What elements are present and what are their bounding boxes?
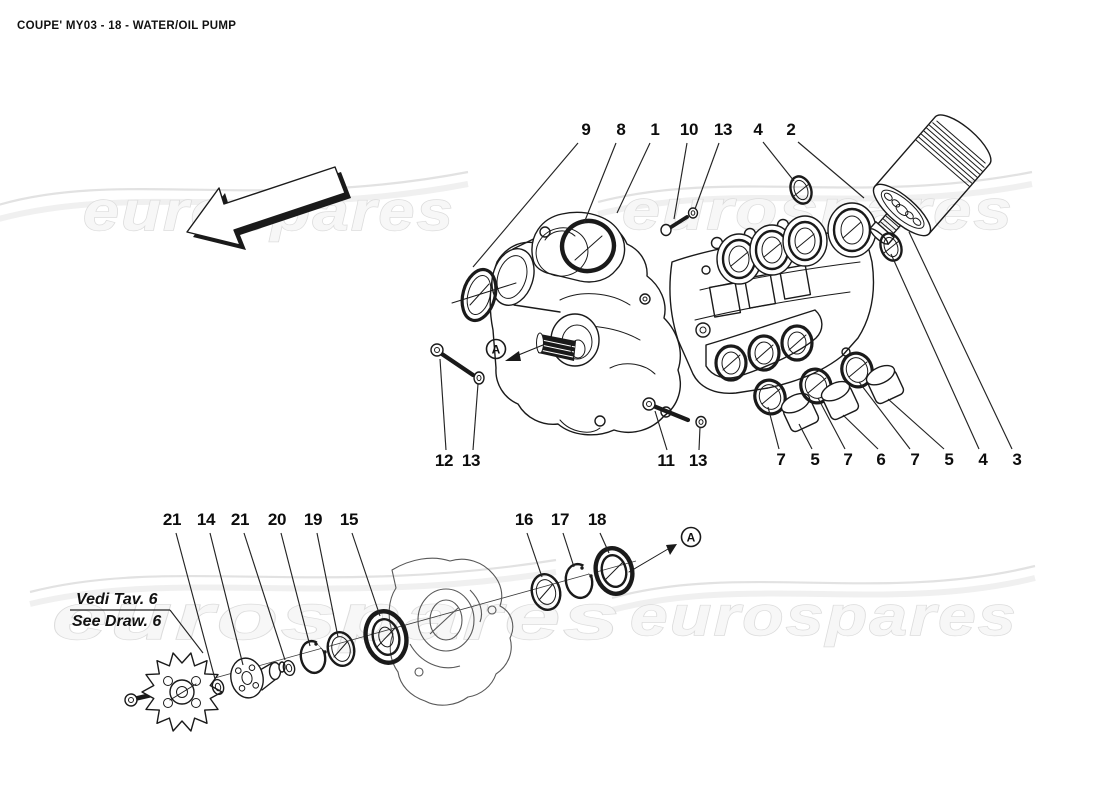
seal-15-axis: [376, 626, 397, 648]
washer-21-b: [282, 659, 296, 677]
direction-arrow-icon: [186, 166, 351, 250]
leader-line-8: [583, 142, 617, 224]
leader-line-19: [316, 532, 339, 638]
leader-line-4: [890, 253, 980, 450]
cup-6: [820, 380, 860, 421]
o-ring-7-b: [799, 367, 833, 405]
leader-lines: [175, 141, 1013, 680]
o-ring-4-axis: [793, 183, 810, 197]
leader-line-15: [351, 532, 381, 617]
leader-line-13: [698, 426, 701, 451]
note-line-italian: Vedi Tav. 6: [76, 591, 158, 608]
ring-19-axis: [333, 640, 349, 658]
leader-line-14: [209, 532, 244, 666]
circlip-17: [564, 562, 595, 600]
watermark-text-bottom-left: eurospares: [52, 581, 622, 653]
svg-text:A: A: [687, 531, 696, 545]
oil-pump-top-ports: [710, 202, 877, 285]
cup-5-b: [865, 364, 905, 405]
leader-line-2: [797, 141, 865, 199]
note-line-english: See Draw. 6: [72, 613, 161, 630]
o-ring-8: [559, 218, 617, 274]
leader-line-13: [472, 383, 479, 451]
circlip-20: [299, 639, 329, 675]
leader-line-20: [280, 532, 311, 647]
pump-cover-plate: [388, 557, 514, 706]
water-pump-sprocket: [141, 652, 223, 732]
pump-drive-shaft: [536, 313, 600, 367]
oil-filter: [869, 114, 992, 245]
water-pump-top-port: [531, 211, 626, 283]
o-ring-7-a: [753, 378, 787, 416]
watermark-swoosh-bottom-left: [29, 558, 557, 607]
seal-16-axis: [538, 583, 554, 601]
o-ring-9-axis: [469, 283, 490, 306]
washer-21-a: [211, 678, 225, 696]
leader-line-3: [908, 231, 1013, 450]
cup-5-a: [780, 392, 820, 433]
watermark-swoosh-top-left: [0, 170, 469, 222]
washer-13-a: [473, 371, 485, 385]
exploded-rings-and-cups: [753, 351, 905, 433]
leader-line-6: [842, 414, 879, 450]
leader-line-11: [654, 410, 668, 451]
washer-13-c: [695, 415, 707, 429]
leader-line-10: [673, 142, 688, 220]
leader-line-12: [439, 358, 447, 451]
leader-line-9: [472, 142, 579, 268]
page-title: COUPE' MY03 - 18 - WATER/OIL PUMP: [17, 20, 237, 32]
bolt-11: [642, 397, 691, 423]
leader-line-18: [599, 532, 610, 554]
bolt-12: [430, 343, 476, 378]
o-ring-4-lower: [879, 232, 903, 262]
leader-line-5: [798, 423, 813, 450]
watermark-swoosh-bottom-right: [611, 564, 1036, 613]
oil-pump-bottom-ports: [705, 309, 823, 382]
washer-13-b: [687, 207, 699, 219]
leader-line-21: [243, 532, 286, 661]
leader-line-21: [175, 532, 216, 680]
hub-14: [230, 657, 286, 699]
watermark-text-bottom-right: eurospares: [630, 584, 1018, 647]
seal-18: [593, 546, 635, 596]
bolt-10: [660, 215, 689, 237]
o-ring-4-lower-axis: [883, 240, 900, 254]
leader-line-7: [858, 381, 911, 450]
o-ring-4-upper: [789, 175, 813, 205]
leader-line-7: [817, 397, 846, 450]
leader-line-1: [616, 142, 651, 214]
view-marker-a-main: A: [485, 338, 544, 361]
leader-line-17: [562, 532, 575, 568]
water-pump-housing: [451, 211, 682, 436]
cross-reference-note: Vedi Tav. 6 See Draw. 6: [70, 591, 204, 654]
oil-pump-body: [669, 202, 877, 395]
seal-18-axis: [604, 561, 624, 581]
view-marker-a-sub: A: [628, 526, 702, 573]
leader-line-13: [694, 142, 720, 210]
leader-line-4: [762, 141, 795, 182]
seal-15: [363, 609, 409, 665]
leader-line-5: [887, 398, 945, 450]
o-ring-9: [460, 267, 498, 323]
leader-line-16: [526, 532, 543, 578]
svg-text:A: A: [492, 343, 501, 357]
leader-line-7: [767, 406, 780, 450]
